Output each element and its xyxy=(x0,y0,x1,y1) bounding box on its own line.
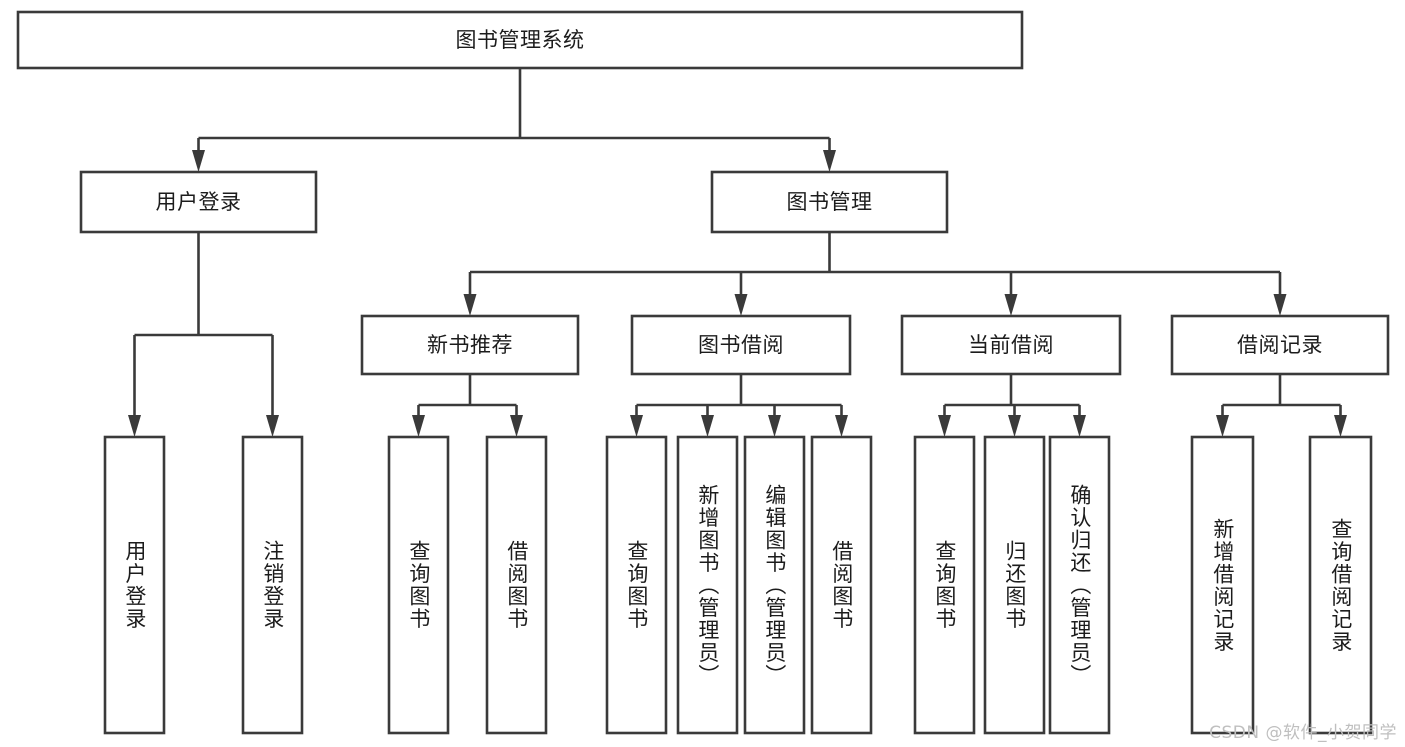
arrow-head-leaf_6 xyxy=(701,415,714,437)
arrow-head-l3_3 xyxy=(1004,294,1018,316)
arrow-head-leaf_3 xyxy=(412,415,425,437)
arrow-head-l3_4 xyxy=(1273,294,1287,316)
node-box-leaf_13[interactable] xyxy=(1308,435,1373,735)
node-box-l2_1[interactable] xyxy=(79,170,318,234)
node-box-l2_2[interactable] xyxy=(710,170,949,234)
node-label-l2_2: 图书管理 xyxy=(787,190,873,214)
node-box-leaf_1[interactable] xyxy=(103,435,166,735)
arrow-head-leaf_2 xyxy=(266,415,279,437)
node-label-root: 图书管理系统 xyxy=(456,28,585,52)
arrow-head-l2_2 xyxy=(823,150,836,172)
node-box-leaf_10[interactable] xyxy=(983,435,1046,735)
arrow-head-leaf_8 xyxy=(835,415,848,437)
arrow-head-leaf_1 xyxy=(128,415,141,437)
boxes-layer xyxy=(16,10,1390,735)
node-label-l2_1: 用户登录 xyxy=(156,190,242,214)
arrow-head-l3_2 xyxy=(734,294,748,316)
node-box-leaf_9[interactable] xyxy=(913,435,976,735)
node-box-l3_4[interactable] xyxy=(1170,314,1390,376)
connectors-layer xyxy=(128,68,1347,437)
node-box-l3_2[interactable] xyxy=(630,314,852,376)
node-box-leaf_8[interactable] xyxy=(810,435,873,735)
arrow-head-leaf_13 xyxy=(1334,415,1347,437)
node-box-l3_1[interactable] xyxy=(360,314,580,376)
arrow-head-leaf_7 xyxy=(768,415,781,437)
arrow-head-leaf_9 xyxy=(938,415,951,437)
node-box-leaf_6[interactable] xyxy=(676,435,739,735)
node-box-leaf_11[interactable] xyxy=(1048,435,1111,735)
node-label-l3_2: 图书借阅 xyxy=(698,333,784,357)
arrow-head-l2_1 xyxy=(192,150,205,172)
node-box-leaf_3[interactable] xyxy=(387,435,450,735)
node-box-l3_3[interactable] xyxy=(900,314,1122,376)
node-label-l3_1: 新书推荐 xyxy=(427,333,513,357)
node-label-l3_3: 当前借阅 xyxy=(968,333,1054,357)
watermark: CSDN @软件_小贺同学 xyxy=(1209,723,1397,743)
arrow-head-leaf_12 xyxy=(1216,415,1229,437)
arrow-head-leaf_5 xyxy=(630,415,643,437)
node-label-l3_4: 借阅记录 xyxy=(1237,333,1323,357)
node-box-leaf_12[interactable] xyxy=(1190,435,1255,735)
arrow-head-leaf_10 xyxy=(1008,415,1021,437)
node-box-leaf_4[interactable] xyxy=(485,435,548,735)
arrow-head-leaf_4 xyxy=(510,415,523,437)
node-box-root[interactable] xyxy=(16,10,1024,70)
arrow-head-leaf_11 xyxy=(1073,415,1086,437)
node-box-leaf_7[interactable] xyxy=(743,435,806,735)
node-box-leaf_2[interactable] xyxy=(241,435,304,735)
node-box-leaf_5[interactable] xyxy=(605,435,668,735)
arrow-head-l3_1 xyxy=(463,294,477,316)
